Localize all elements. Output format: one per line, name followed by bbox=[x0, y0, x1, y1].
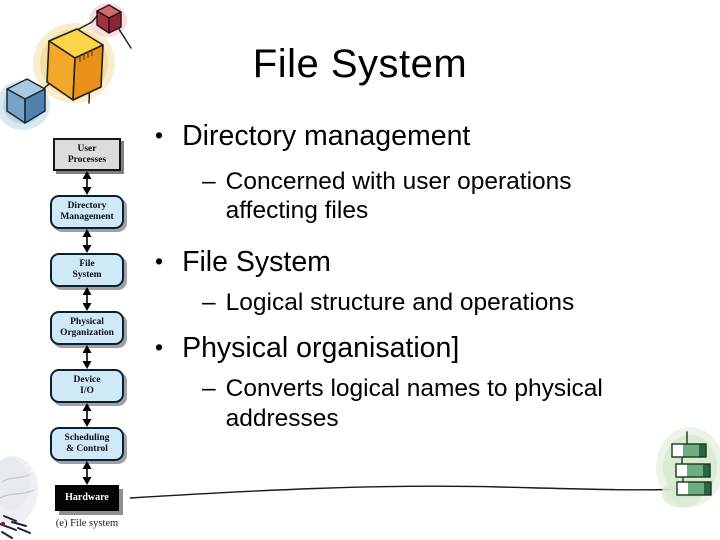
dash-icon: – bbox=[202, 375, 216, 403]
dash-icon: – bbox=[202, 289, 216, 317]
sub-item-physical-organisation: – Converts logical names to physical add… bbox=[140, 374, 710, 433]
slide-title: File System bbox=[252, 42, 468, 86]
double-arrow-icon bbox=[82, 345, 92, 369]
dash-icon: – bbox=[202, 167, 216, 195]
bullet-list: • Directory management – Concerned with … bbox=[140, 120, 710, 433]
sub-label: Logical structure and operations bbox=[225, 289, 575, 317]
bullet-icon: • bbox=[155, 247, 164, 274]
double-arrow-icon bbox=[82, 461, 92, 485]
node-device-io: Device I/O bbox=[50, 369, 124, 403]
double-arrow-icon bbox=[82, 403, 92, 427]
sub-item-file-system: – Logical structure and operations bbox=[140, 288, 710, 317]
sub-item-directory-management: – Concerned with user operations affecti… bbox=[140, 167, 710, 226]
diagram-caption: (e) File system bbox=[55, 518, 119, 529]
bullet-label: Directory management bbox=[182, 120, 471, 152]
node-file-system: File System bbox=[50, 253, 124, 287]
node-user-processes: User Processes bbox=[53, 138, 121, 171]
node-scheduling-control: Scheduling & Control bbox=[50, 427, 124, 461]
disks-illustration bbox=[656, 427, 720, 508]
cubes-illustration bbox=[0, 3, 132, 130]
node-directory-management: Directory Management bbox=[50, 195, 124, 229]
bullet-icon: • bbox=[155, 333, 164, 360]
bullet-item-physical-organisation: • Physical organisation] bbox=[140, 332, 710, 365]
bullet-label: File System bbox=[182, 245, 331, 278]
sub-label: Converts logical names to physical addre… bbox=[225, 375, 603, 432]
double-arrow-icon bbox=[82, 287, 92, 311]
double-arrow-icon bbox=[82, 171, 92, 195]
corner-sketch-illustration bbox=[0, 456, 38, 539]
bullet-label: Physical organisation] bbox=[182, 331, 460, 364]
bullet-item-file-system: • File System bbox=[140, 246, 710, 279]
node-physical-organization: Physical Organization bbox=[50, 311, 124, 345]
double-arrow-icon bbox=[82, 229, 92, 253]
node-hardware: Hardware bbox=[55, 485, 119, 511]
filesystem-layers-diagram: User Processes Directory Management File… bbox=[44, 138, 130, 529]
sub-label: Concerned with user operations affecting… bbox=[225, 167, 572, 225]
bullet-item-directory-management: • Directory management bbox=[140, 120, 710, 153]
bullet-icon: • bbox=[155, 122, 164, 148]
